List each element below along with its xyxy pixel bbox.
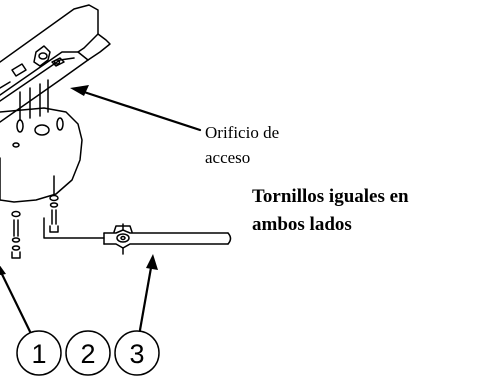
part-circle-1: [16, 330, 62, 376]
part-number-2: 2: [80, 339, 95, 369]
access-hole-label-line1: Orificio de: [205, 123, 280, 142]
mounting-bracket: [0, 4, 111, 123]
access-hole-arrowhead: [70, 85, 89, 96]
access-hole-arrow: [82, 90, 202, 132]
strap-arrow: [138, 260, 154, 332]
screws-label-line1: Tornillos iguales en: [252, 186, 409, 207]
ground-strap: [43, 217, 232, 255]
part-number-circles: [16, 330, 160, 376]
screws-arrowhead: [0, 265, 6, 275]
screws-label-line2: ambos lados: [252, 214, 352, 235]
arrowheads: [0, 85, 158, 275]
screw-stack-right: [49, 175, 59, 233]
mounting-posts: [19, 79, 49, 121]
access-hole-label-line2: acceso: [205, 148, 251, 167]
housing-body: [0, 107, 83, 203]
part-number-3: 3: [129, 339, 144, 369]
callout-arrows: [0, 90, 202, 352]
part-circle-2: [65, 330, 111, 376]
strap-arrowhead: [146, 254, 158, 270]
screw-stack-left: [11, 210, 21, 259]
part-number-1: 1: [31, 339, 46, 369]
part-circle-3: [114, 330, 160, 376]
